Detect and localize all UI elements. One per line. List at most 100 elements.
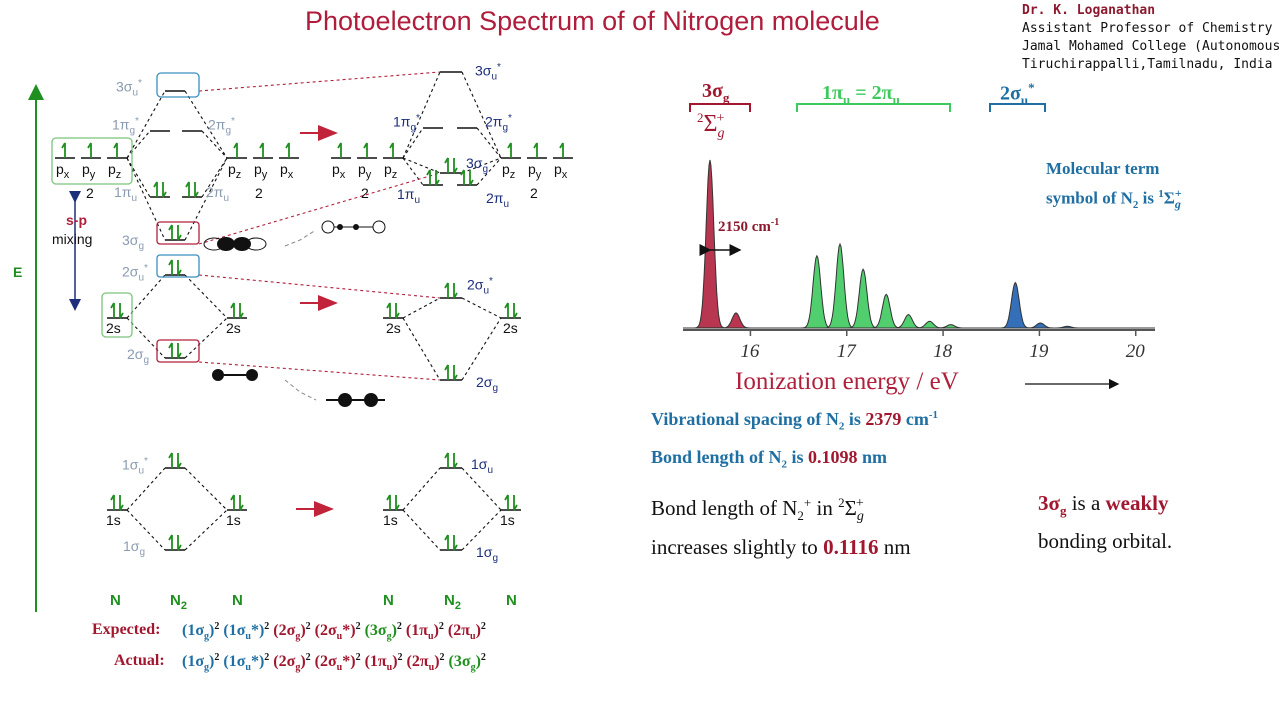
label-1pg-right: 1πg*: [393, 113, 420, 134]
correlation-line: [184, 274, 228, 319]
label-2pg-left: 2πg*: [208, 116, 235, 137]
band-bracket: [796, 103, 951, 112]
term-3sg: 2Σg+: [697, 110, 725, 141]
electron-up: [168, 342, 173, 358]
electron-up: [153, 181, 158, 197]
label-2sg-right: 2σg: [476, 374, 498, 394]
atom-node: [372, 220, 386, 234]
electron-up: [444, 452, 449, 468]
electron-down: [453, 365, 458, 381]
correlation-line: [198, 361, 441, 381]
correlation-line: [184, 90, 228, 159]
x-tick-label: 18: [933, 341, 953, 362]
correlation-line: [402, 157, 441, 174]
pes-chart: [683, 103, 1155, 390]
sigma-g2-box: [156, 339, 200, 363]
electron-up: [386, 494, 391, 510]
atom-node: [353, 224, 359, 230]
label-1su-right: 1σu: [471, 456, 493, 476]
label-1pu-right: 1πu: [397, 186, 421, 206]
author-title: Assistant Professor of Chemistry: [1022, 21, 1273, 36]
peak-1-2: [847, 268, 879, 329]
electron-down: [177, 343, 182, 359]
weak-note-1: 3σg is a weakly: [1038, 491, 1169, 519]
correlation-line: [402, 127, 424, 159]
electron-up: [285, 142, 290, 158]
electron-down: [177, 535, 182, 551]
label-2pu-left: 2πu: [206, 184, 230, 204]
electron-up: [259, 142, 264, 158]
correlation-line: [461, 317, 502, 381]
sigma-u2-box: [156, 254, 200, 278]
ion-note-2: increases slightly to 0.1116 nm: [651, 535, 911, 560]
ion-note: Bond length of N2+ in 2Σg+ increases sli…: [651, 488, 911, 562]
label-1pg-left: 1πg*: [112, 116, 139, 137]
author-block: Dr. K. Loganathan Assistant Professor of…: [1022, 2, 1280, 74]
peak-1-4: [893, 314, 924, 329]
electron-up: [504, 302, 509, 318]
correlation-line: [476, 157, 502, 186]
p-lobe: [217, 237, 235, 251]
electron-down: [435, 170, 440, 186]
correlation-line: [461, 157, 502, 174]
label-1su-left: 1σu*: [122, 456, 148, 477]
electron-up: [168, 259, 173, 275]
p-label-left: px: [56, 161, 70, 181]
mixing-label: mixing: [52, 231, 93, 247]
multiplicity-r1: 2: [361, 185, 369, 201]
s1-label-right: 1s: [226, 512, 241, 528]
electron-up: [61, 142, 66, 158]
multiplicity-left: 2: [86, 185, 94, 201]
p-label-right: pz: [228, 161, 242, 181]
electron-down: [453, 283, 458, 299]
atom-node: [364, 393, 378, 407]
electron-up: [389, 142, 394, 158]
correlation-line: [402, 297, 441, 319]
mo-diagram: [28, 71, 573, 612]
electron-up: [426, 169, 431, 185]
correlation-line: [198, 274, 441, 299]
weak-note-2: bonding orbital.: [1038, 529, 1173, 554]
atom-label-n2: N2: [444, 592, 461, 612]
actual-label: Actual:: [114, 652, 165, 669]
electron-down: [119, 303, 124, 319]
label-3su-right: 3σu*: [475, 62, 501, 83]
p-label-left: pz: [108, 161, 122, 181]
electron-up: [559, 142, 564, 158]
label-1pu-left: 1πu: [114, 184, 138, 204]
peak-0-0: [694, 159, 726, 329]
peak-1-6: [935, 324, 967, 329]
electron-down: [177, 260, 182, 276]
s2-box: [101, 292, 133, 338]
author-city: Tiruchirappalli,Tamilnadu, India: [1022, 57, 1273, 72]
correlation-line: [461, 297, 502, 319]
s1-label-r2: 1s: [500, 512, 515, 528]
electron-down: [239, 495, 244, 511]
multiplicity-r2: 2: [530, 185, 538, 201]
x-axis-label: Ionization energy / eV: [735, 368, 959, 395]
correlation-line: [126, 157, 151, 198]
electron-up: [113, 142, 118, 158]
electron-up: [110, 302, 115, 318]
correlation-line: [402, 509, 441, 551]
electron-down: [453, 535, 458, 551]
peak-1-3: [870, 293, 902, 329]
ion-note-1: Bond length of N2+ in 2Σg+: [651, 495, 864, 525]
band-label-pi: 1πu = 2πu: [822, 82, 900, 107]
label-2pu-right: 2πu: [486, 190, 510, 210]
electron-up: [110, 494, 115, 510]
electron-up: [168, 224, 173, 240]
s2-label-r1: 2s: [386, 320, 401, 336]
p-label-r2: pz: [502, 161, 516, 181]
correlation-line: [402, 71, 441, 159]
correlation-line: [476, 127, 502, 159]
label-2su-right: 2σu*: [467, 276, 493, 297]
p-label-r2: py: [528, 161, 542, 181]
actual-config: (1σg)2 (1σu*)2 (2σg)2 (2σu*)2 (1πu)2 (2π…: [182, 652, 486, 674]
correlation-line: [184, 317, 228, 359]
energy-axis-label: E: [13, 264, 23, 280]
p-lobe: [233, 237, 251, 251]
electron-down: [395, 303, 400, 319]
expected-config: (1σg)2 (1σu*)2 (2σg)2 (2σu*)2 (3σg)2 (1π…: [182, 621, 486, 643]
term-note-1: Molecular term: [1046, 159, 1160, 178]
